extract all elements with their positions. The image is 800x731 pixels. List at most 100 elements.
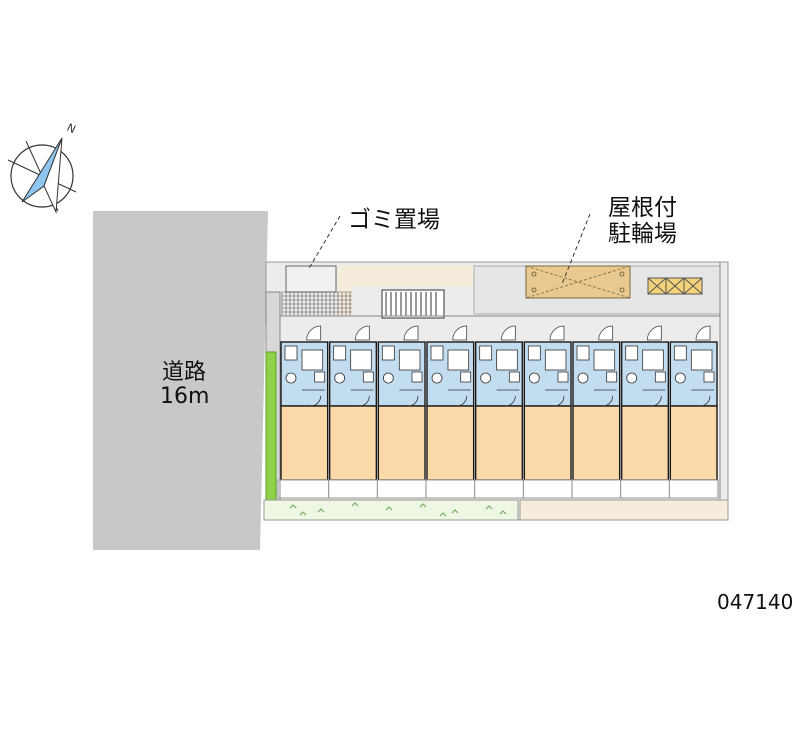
entry-door-icon <box>500 325 516 341</box>
grass-mark <box>485 505 493 510</box>
unit-sink-icon <box>528 372 540 384</box>
stair-treads <box>385 292 437 316</box>
bike-roof-diagonal-1 <box>525 265 631 299</box>
bike-post <box>531 271 537 277</box>
stairs <box>381 289 445 319</box>
road-width-label: 16m <box>160 384 210 409</box>
unit-toilet-icon <box>527 345 541 361</box>
unit-living-room <box>669 405 718 481</box>
bike-leader-line <box>561 213 591 285</box>
room-door-icon <box>602 395 614 407</box>
garbage-hatch <box>281 291 352 317</box>
room-door-icon <box>407 395 419 407</box>
apartment-unit <box>669 325 718 481</box>
apartment-unit <box>328 325 378 481</box>
lawn-strip <box>263 499 519 521</box>
bike-parking <box>525 265 631 299</box>
unit-washer-icon <box>314 371 326 383</box>
south-beige-strip <box>519 499 729 521</box>
room-door-icon <box>310 395 322 407</box>
apartment-units <box>280 325 718 481</box>
unit-sink-icon <box>480 372 492 384</box>
top-beige-post <box>338 266 352 316</box>
entry-door-icon <box>598 325 614 341</box>
unit-bath-icon <box>496 349 518 371</box>
entry-door-icon <box>452 325 468 341</box>
garbage-area-label: ゴミ置場 <box>348 207 440 233</box>
unit-washer-icon <box>411 371 423 383</box>
room-door-icon <box>651 395 662 407</box>
compass-north-label: N <box>65 121 78 136</box>
entry-door-icon <box>354 325 370 341</box>
unit-toilet-icon <box>673 345 687 361</box>
grass-marks <box>289 502 507 517</box>
unit-living-room <box>377 405 426 481</box>
room-door-icon <box>505 395 516 407</box>
unit-washer-icon <box>508 371 520 383</box>
grass-mark <box>451 509 459 514</box>
apartment-unit <box>523 325 572 481</box>
unit-sink-icon <box>382 372 394 384</box>
apartment-unit <box>474 325 524 481</box>
unit-living-room <box>328 405 378 481</box>
room-door-icon <box>553 395 565 407</box>
room-door-icon <box>359 395 370 407</box>
unit-washer-icon <box>606 371 618 383</box>
grass-mark <box>317 508 325 513</box>
grass-mark <box>385 506 393 511</box>
unit-living-room <box>426 405 475 481</box>
green-hedge <box>265 351 277 501</box>
apartment-unit <box>426 325 475 481</box>
grass-mark <box>499 510 507 515</box>
unit-washer-icon <box>460 371 472 383</box>
south-walk-marks <box>279 480 719 498</box>
apartment-unit <box>572 325 621 481</box>
unit-living-room <box>280 405 329 481</box>
room-door-icon <box>699 395 711 407</box>
grass-mark <box>419 503 427 508</box>
unit-washer-icon <box>362 371 374 383</box>
compass: N <box>7 121 78 214</box>
unit-sink-icon <box>577 372 589 384</box>
unit-toilet-icon <box>333 345 347 361</box>
unit-bath-icon <box>447 349 470 371</box>
unit-sink-icon <box>626 372 638 384</box>
room-door-icon <box>456 395 468 407</box>
unit-bath-icon <box>642 349 664 371</box>
unit-washer-icon <box>654 371 666 383</box>
storage-racks <box>647 277 703 295</box>
compass-ring <box>10 144 74 208</box>
unit-washer-icon <box>557 371 569 383</box>
apartment-unit <box>377 325 426 481</box>
unit-bath-icon <box>301 349 324 371</box>
road-name-label: 道路 <box>162 360 207 385</box>
unit-bath-icon <box>593 349 616 371</box>
bike-post <box>619 271 625 277</box>
unit-toilet-icon <box>381 345 395 361</box>
rack-cross-icon <box>647 277 703 295</box>
entry-door-icon <box>646 325 662 341</box>
unit-toilet-icon <box>625 345 639 361</box>
unit-sink-icon <box>674 372 686 384</box>
bike-post <box>531 287 537 293</box>
unit-toilet-icon <box>430 345 444 361</box>
unit-living-room <box>474 405 524 481</box>
unit-living-room <box>572 405 621 481</box>
unit-bath-icon <box>690 349 713 371</box>
unit-bath-icon <box>398 349 421 371</box>
garbage-area-box <box>285 265 337 293</box>
entry-door-icon <box>695 325 711 341</box>
unit-living-room <box>523 405 572 481</box>
grass-mark <box>299 511 307 516</box>
top-beige-strip <box>338 266 474 286</box>
grass-mark <box>439 512 447 517</box>
unit-washer-icon <box>703 371 715 383</box>
bike-post <box>619 287 625 293</box>
bike-parking-label-line1: 屋根付 <box>608 195 677 221</box>
bike-roof-diagonal-2 <box>525 265 631 299</box>
unit-toilet-icon <box>576 345 590 361</box>
unit-bath-icon <box>544 349 567 371</box>
grass-mark <box>289 504 297 509</box>
